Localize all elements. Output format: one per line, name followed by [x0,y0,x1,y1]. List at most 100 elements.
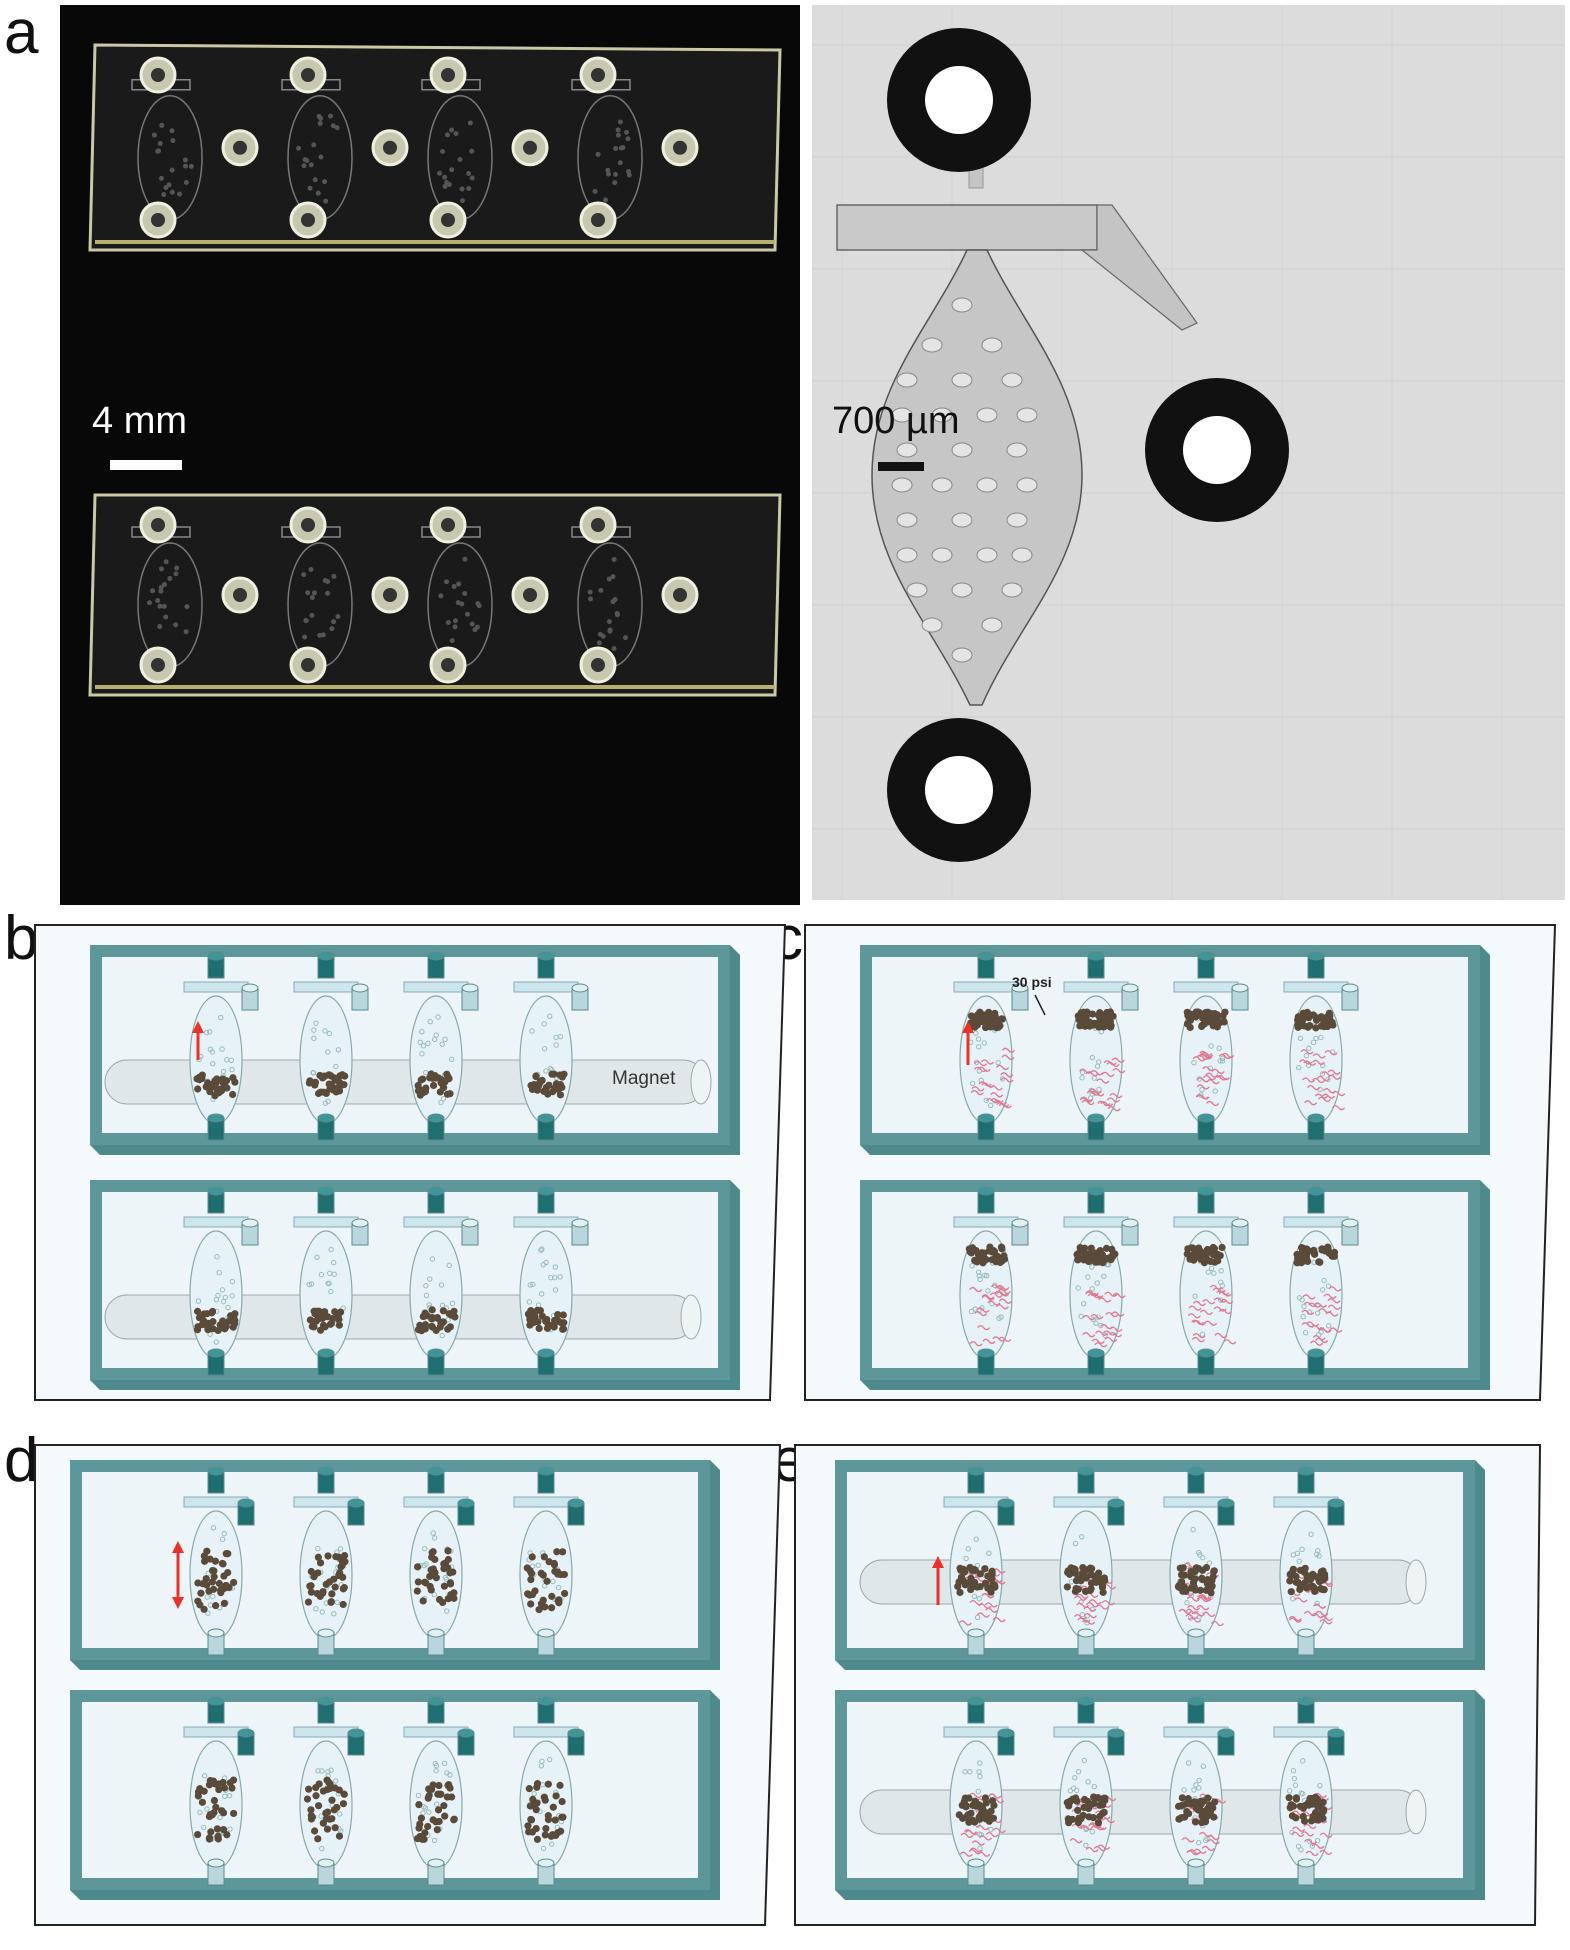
bead [314,1569,322,1577]
fiber [969,1792,983,1799]
pillar [550,1578,556,1585]
pillar [1091,1783,1098,1790]
port-tube-top [1217,1498,1235,1508]
bead [1065,1819,1073,1827]
pillar [1199,1086,1205,1093]
pillar [441,1760,448,1766]
fiber [1199,1053,1213,1059]
port-tube-top [317,1696,335,1706]
micropillar [891,407,913,423]
pillar [1081,1757,1088,1764]
fiber [1079,1068,1093,1074]
bead [1294,1023,1302,1031]
panel-b-schematic [34,924,787,1401]
bead [987,1807,995,1815]
port-hole [441,518,455,532]
chamber [299,1230,353,1360]
fiber [1090,1314,1104,1320]
bead [318,1314,327,1322]
port-tube-top [537,1696,555,1706]
chamber [409,1230,463,1360]
pillar [1102,1332,1108,1339]
fiber [977,1066,991,1072]
bead [1196,1586,1204,1594]
bead [1063,1798,1071,1807]
bead [218,1807,226,1815]
bead [334,1312,342,1320]
pillar [1315,1548,1321,1554]
bead [1287,1588,1295,1596]
fiber [1082,1619,1096,1625]
fiber [1304,1838,1318,1845]
port-tube-top [207,1858,225,1868]
pillar-dot [161,192,167,198]
pillar-dot [328,113,334,119]
fiber [1104,1291,1118,1297]
bead [552,1792,560,1800]
bead [429,1081,438,1090]
pillar-dot [169,189,175,195]
pillar [332,1778,339,1784]
pillar [207,1046,214,1053]
pillar [214,1254,220,1260]
bead [205,1587,213,1595]
micropillar [976,407,998,423]
pillar-dot [296,145,302,151]
bead [419,1312,427,1321]
port-tube-top [967,1466,985,1476]
bead [540,1087,548,1095]
bead [554,1310,562,1319]
micropillar [1001,582,1023,598]
pillar [1318,1034,1324,1041]
pillar [1301,1303,1307,1310]
fiber [1191,1319,1205,1325]
side-channel [1080,204,1198,331]
bead [990,1581,999,1589]
fiber [990,1092,1004,1098]
port-hole [151,213,165,227]
fiber [992,1827,1006,1833]
pillar [1075,1769,1082,1775]
fiber [1294,1597,1308,1603]
fiber [1000,1077,1014,1083]
pillar [308,1281,315,1287]
fiber [1073,1595,1087,1601]
bead [310,1323,318,1331]
pillar [426,1809,432,1815]
pillar [421,1545,428,1552]
pillar [541,1021,547,1027]
inlet-bar [953,1216,1019,1228]
bead [311,1827,319,1835]
pillar-dot [322,577,328,583]
pillar [553,1042,559,1048]
bead [416,1820,424,1828]
bead [210,1796,219,1805]
bead [229,1074,237,1082]
bead [424,1822,432,1831]
bead [214,1832,222,1840]
pillar [204,1594,211,1600]
fiber [1191,1336,1205,1343]
port-tube-top [571,1218,589,1228]
fiber [1193,1848,1207,1854]
bead [331,1824,339,1832]
bead [545,1081,553,1089]
inlet-bar [403,1216,469,1228]
bead [1209,1251,1217,1259]
pillar-dot [615,132,621,138]
bead [962,1802,970,1810]
bead [194,1323,202,1331]
port-tube-top [1197,1113,1215,1123]
pillar [310,1070,317,1076]
pillar [1297,1035,1304,1042]
fiber [1076,1602,1090,1608]
micropillar [931,547,953,563]
bead [450,1815,458,1823]
bead [1191,1575,1199,1583]
bead [446,1579,455,1587]
port-tube-top [1307,951,1325,961]
pillar [227,1826,233,1832]
fiber [1111,1057,1125,1063]
pillar [319,1768,325,1774]
bead [206,1555,214,1563]
